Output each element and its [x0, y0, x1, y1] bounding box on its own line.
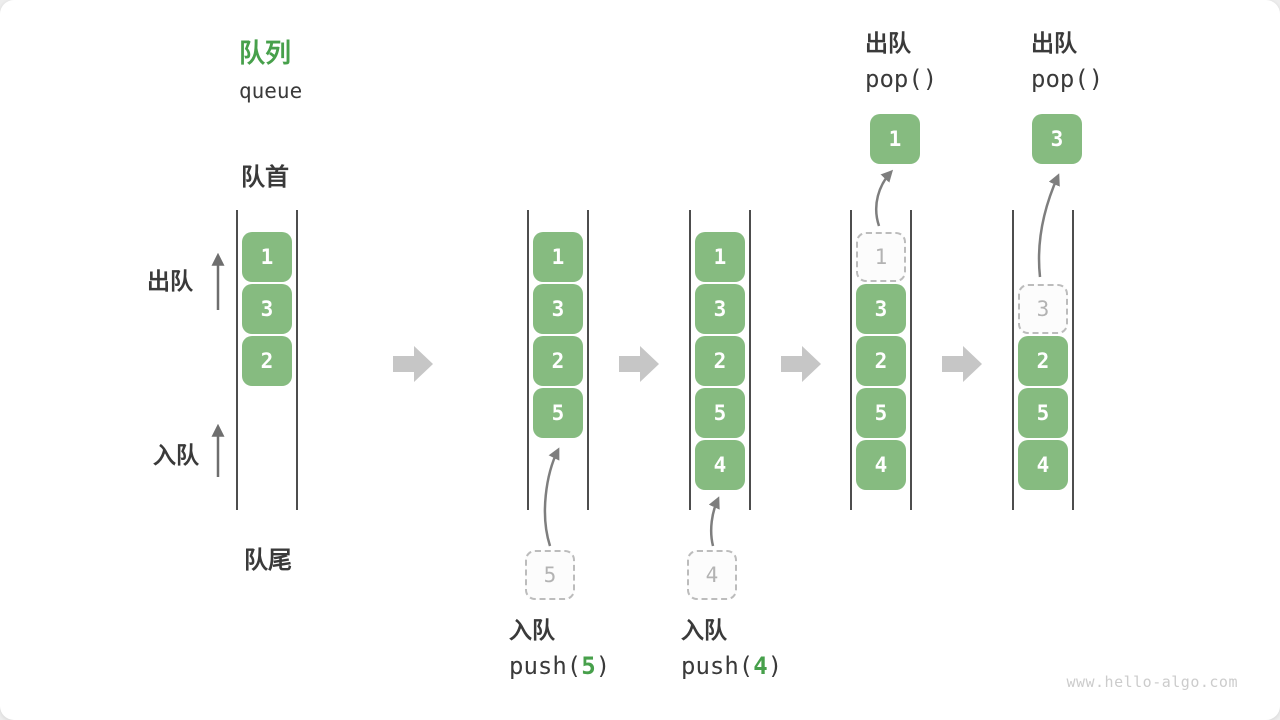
op-code-suf: )	[767, 652, 783, 680]
op-code-pre: push(	[681, 652, 754, 680]
op-code: pop()	[865, 67, 937, 91]
op-code-pre: pop()	[1031, 65, 1104, 93]
incoming-cell: 4	[687, 550, 737, 600]
op-label-push-5: 入队 push(5)	[509, 617, 610, 679]
queue-cell: 4	[695, 440, 745, 490]
title-en: queue	[239, 79, 303, 103]
queue-cell: 2	[533, 336, 583, 386]
ghost-cell: 1	[856, 232, 906, 282]
op-code-arg: 5	[581, 652, 596, 680]
op-code-arg: 4	[753, 652, 768, 680]
queue-wall	[910, 210, 912, 510]
queue-cell: 2	[695, 336, 745, 386]
incoming-cell: 5	[525, 550, 575, 600]
queue-cell: 3	[242, 284, 292, 334]
queue-cell: 1	[533, 232, 583, 282]
arrow-right-icon	[619, 346, 659, 382]
queue-cell: 3	[856, 284, 906, 334]
op-zh: 出队	[865, 30, 911, 56]
queue-cell: 3	[695, 284, 745, 334]
title-zh: 队列	[239, 38, 292, 68]
queue-cell: 1	[695, 232, 745, 282]
queue-cell: 5	[1018, 388, 1068, 438]
queue-cell: 3	[533, 284, 583, 334]
op-label-pop-3: 出队 pop()	[1031, 30, 1103, 92]
op-code-pre: push(	[509, 652, 582, 680]
ghost-cell: 3	[1018, 284, 1068, 334]
op-zh: 入队	[509, 617, 555, 643]
queue-cell: 4	[1018, 440, 1068, 490]
op-code: pop()	[1031, 67, 1103, 91]
queue-wall	[850, 210, 852, 510]
queue-cell: 5	[533, 388, 583, 438]
queue-wall	[527, 210, 529, 510]
op-code-pre: pop()	[865, 65, 938, 93]
queue-wall	[236, 210, 238, 510]
queue-cell: 5	[695, 388, 745, 438]
queue-wall	[587, 210, 589, 510]
curved-arrow-icon-pop-1	[874, 169, 894, 227]
label-dequeue-side: 出队	[147, 268, 193, 294]
op-zh: 入队	[681, 617, 727, 643]
label-enqueue-side: 入队	[153, 442, 199, 468]
arrow-right-icon	[942, 346, 982, 382]
queue-wall	[1072, 210, 1074, 510]
queue-cell: 4	[856, 440, 906, 490]
op-zh: 出队	[1031, 30, 1077, 56]
watermark: www.hello-algo.com	[1066, 673, 1238, 691]
curved-arrow-icon-pop-3	[1037, 173, 1060, 278]
popped-cell: 3	[1032, 114, 1082, 164]
op-code: push(4)	[681, 654, 782, 678]
op-label-pop-1: 出队 pop()	[865, 30, 937, 92]
diagram-title: 队列 queue	[239, 33, 302, 103]
label-queue-front: 队首	[241, 164, 289, 191]
queue-cell: 2	[1018, 336, 1068, 386]
curved-arrow-icon-push-4	[708, 496, 720, 547]
queue-cell: 2	[856, 336, 906, 386]
label-queue-rear: 队尾	[244, 547, 292, 574]
op-code-suf: )	[595, 652, 611, 680]
queue-wall	[296, 210, 298, 510]
curved-arrow-icon-push-5	[543, 447, 560, 547]
queue-wall	[749, 210, 751, 510]
queue-cell: 5	[856, 388, 906, 438]
popped-cell: 1	[870, 114, 920, 164]
queue-wall	[689, 210, 691, 510]
arrow-right-icon	[781, 346, 821, 382]
queue-wall	[1012, 210, 1014, 510]
queue-cell: 2	[242, 336, 292, 386]
arrow-right-icon	[393, 346, 433, 382]
queue-cell: 1	[242, 232, 292, 282]
op-label-push-4: 入队 push(4)	[681, 617, 782, 679]
op-code: push(5)	[509, 654, 610, 678]
